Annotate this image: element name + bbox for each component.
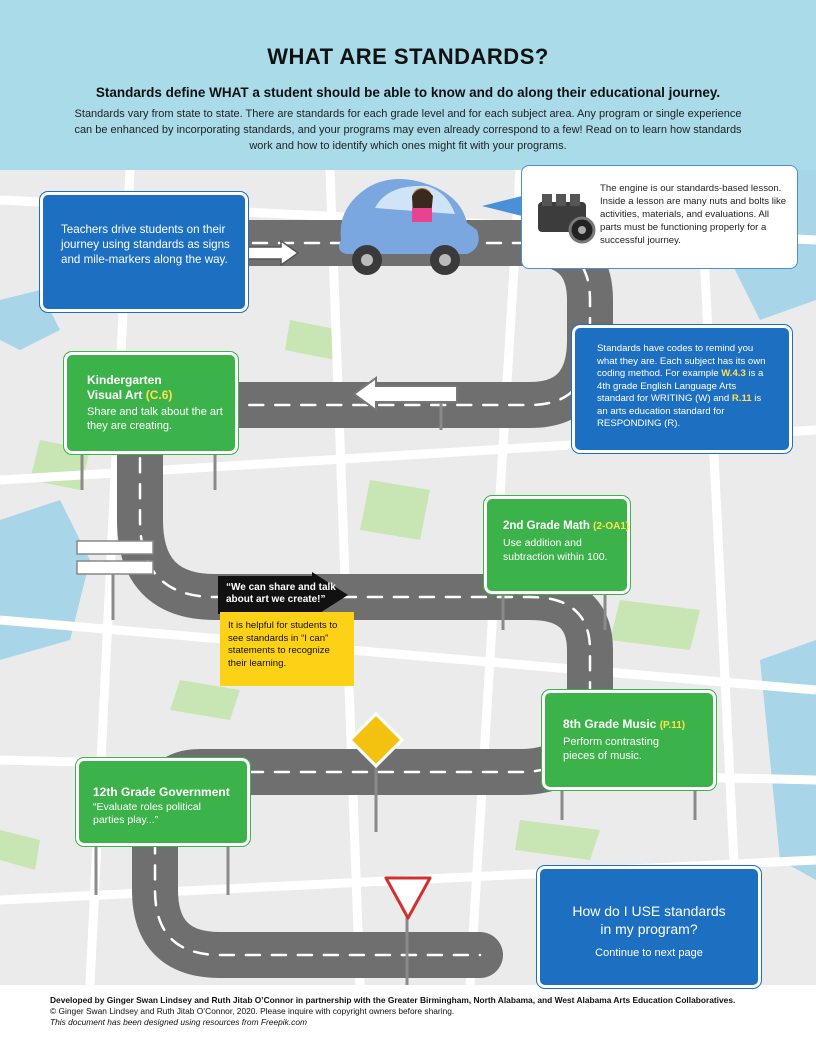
codes-text-middle: is a 4th grade English Language Arts sta… [597,368,764,404]
math-sign: 2nd Grade Math (2-OA1) Use addition and … [483,495,631,595]
government-sign: 12th Grade Government “Evaluate roles po… [75,757,251,847]
kindergarten-sign: Kindergarten Visual Art (C.6) Share and … [63,351,239,455]
yield-sign-icon [384,876,432,920]
math-title-text: 2nd Grade Math [503,520,590,532]
kindergarten-title-line2: Visual Art [87,388,143,402]
engine-icon [538,194,596,244]
page-title: WHAT ARE STANDARDS? [267,44,549,69]
math-code: (2-OA1) [593,521,630,532]
government-text: “Evaluate roles political parties play..… [93,801,201,826]
ican-arrow-text: “We can share and talk about art we crea… [226,582,336,605]
teachers-sign: Teachers drive students on their journey… [39,191,249,313]
music-sign: 8th Grade Music (P.11) Perform contrasti… [541,689,717,791]
code-w43: W.4.3 [721,368,746,379]
math-title: 2nd Grade Math (2-OA1) [503,519,631,534]
callout-pointer [482,196,522,216]
use-standards-sign[interactable]: How do I USE standards in my program? Co… [536,865,762,989]
intro-paragraph: Standards vary from state to state. Ther… [74,108,742,152]
music-title-text: 8th Grade Music [563,717,657,731]
kindergarten-title-line1: Kindergarten [87,373,162,387]
engine-callout: The engine is our standards-based lesson… [521,165,798,269]
footer-freepik: This document has been designed using re… [50,1017,307,1027]
codes-sign-text: Standards have codes to remind you what … [597,343,769,431]
government-title: 12th Grade Government [93,785,230,799]
footer-credits: Developed by Ginger Swan Lindsey and Rut… [50,995,736,1005]
kindergarten-code: (C.6) [145,388,173,402]
kindergarten-text: Share and talk about the art they are cr… [87,406,223,432]
ican-note: It is helpful for students to see standa… [220,612,354,686]
page-subtitle: Standards define WHAT a student should b… [95,85,721,100]
car-icon [339,179,479,275]
arrow-black-icon [218,572,348,618]
arrow-right-icon [247,240,299,266]
music-text: Perform contrasting pieces of music. [563,736,659,762]
blank-street-sign [76,540,154,575]
teachers-sign-text: Teachers drive students on their journey… [61,223,230,266]
codes-text-after: is an arts education standard for RESPON… [597,393,762,429]
diamond-sign-icon [348,712,404,768]
header-banner: WHAT ARE STANDARDS? Standards define WHA… [0,0,816,170]
footer-copyright: © Ginger Swan Lindsey and Ruth Jitab O’C… [50,1006,455,1016]
continue-link[interactable]: Continue to next page [595,947,703,959]
engine-callout-text: The engine is our standards-based lesson… [600,183,787,246]
arrow-left-icon [352,376,458,412]
codes-text-before: Standards have codes to remind you what … [597,343,766,379]
use-standards-title: How do I USE standards in my program? [572,903,726,937]
footer: Developed by Ginger Swan Lindsey and Rut… [50,995,790,1028]
math-text: Use addition and subtraction within 100. [503,537,608,563]
kindergarten-title: Kindergarten Visual Art (C.6) [87,373,237,403]
codes-sign: Standards have codes to remind you what … [571,324,793,454]
code-r11: R.11 [731,393,752,404]
music-code: (P.11) [659,720,686,731]
music-title: 8th Grade Music (P.11) [563,717,713,733]
